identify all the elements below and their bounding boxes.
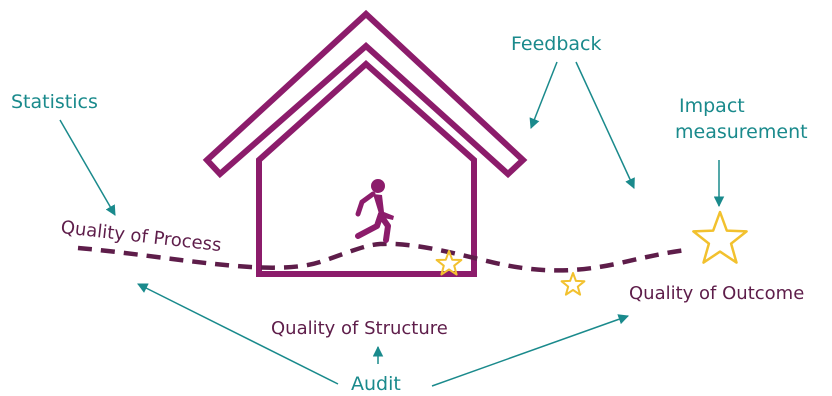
- audit-arrow-right: [431, 314, 629, 387]
- star-icon: [692, 210, 748, 264]
- impact-label-line1: Impact: [679, 95, 745, 117]
- house-icon: [202, 9, 528, 277]
- walking-person-icon: [355, 179, 394, 243]
- structure-label: Quality of Structure: [271, 318, 448, 339]
- quality-path-line: [77, 241, 687, 273]
- audit-arrow-left: [137, 283, 339, 385]
- star-icon: [560, 272, 586, 296]
- audit-label: Audit: [351, 373, 401, 395]
- feedback-label: Feedback: [511, 33, 602, 55]
- statistics-arrow: [59, 119, 116, 216]
- statistics-label: Statistics: [11, 91, 98, 113]
- impact-label-line2: measurement: [675, 121, 808, 143]
- feedback-arrow-left: [529, 61, 558, 129]
- outcome-label: Quality of Outcome: [629, 283, 805, 304]
- star-icon: [435, 250, 463, 276]
- feedback-arrow-right: [575, 61, 635, 189]
